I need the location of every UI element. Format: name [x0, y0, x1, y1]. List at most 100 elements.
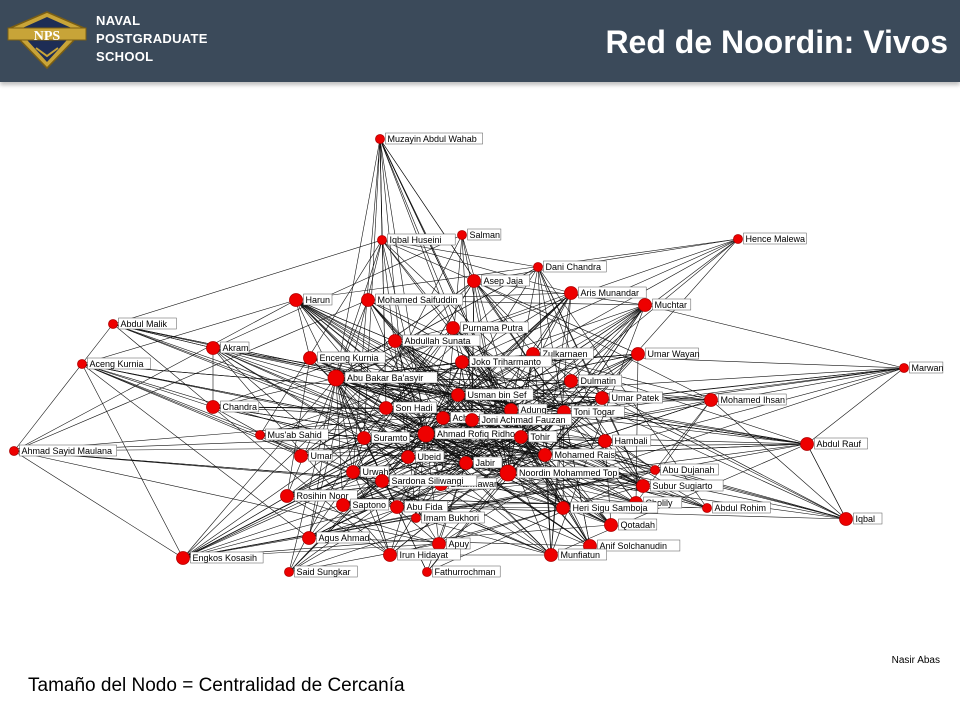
- node-label-background: [578, 286, 647, 299]
- network-edge: [440, 234, 463, 485]
- network-edge: [286, 495, 440, 545]
- node-label-background: [375, 293, 464, 306]
- node-label-background: [344, 371, 438, 384]
- network-edge: [112, 239, 383, 325]
- node-label-background: [360, 465, 390, 478]
- network-edge: [300, 436, 522, 457]
- node-label-background: [294, 489, 358, 502]
- node-label: Abdullah Sunata: [405, 336, 471, 346]
- node-label-background: [473, 456, 503, 469]
- network-node: [77, 359, 87, 369]
- node-label: Tohir: [531, 432, 551, 442]
- network-edge: [81, 363, 383, 482]
- node-label: Mus'ab Sahid: [268, 430, 322, 440]
- node-label: Hambali: [615, 436, 648, 446]
- node-label: Umar Patek: [612, 393, 660, 403]
- network-edge: [335, 377, 612, 526]
- network-edge: [452, 327, 656, 471]
- network-edge: [654, 399, 712, 471]
- node-label-background: [528, 430, 558, 443]
- node-label: Toni Togar: [574, 407, 615, 417]
- node-label: Iqbal: [856, 514, 876, 524]
- network-edge: [644, 304, 905, 369]
- network-node: [206, 341, 220, 355]
- node-label: Suramto: [374, 433, 408, 443]
- slide-title: Red de Noordin: Vivos: [605, 24, 948, 60]
- network-edge: [563, 367, 905, 413]
- node-label: Ubeid: [418, 452, 442, 462]
- institution-name: NAVAL POSTGRADUATE SCHOOL: [96, 12, 208, 66]
- network-edge: [381, 239, 572, 294]
- node-label: Said Sungkar: [297, 567, 351, 577]
- network-edge: [520, 436, 644, 487]
- node-label-background: [421, 511, 485, 524]
- network-node: [702, 503, 712, 513]
- network-node: [465, 413, 479, 427]
- node-label-background: [516, 466, 620, 479]
- network-edge: [461, 361, 565, 413]
- node-label-background: [543, 260, 607, 273]
- network-edge: [259, 304, 646, 436]
- node-label-background: [571, 405, 625, 418]
- network-node: [455, 355, 469, 369]
- node-label: Heri Sigu Samboja: [573, 503, 648, 513]
- network-node: [533, 262, 543, 272]
- network-node: [457, 230, 467, 240]
- node-label: Mohamed Rais: [555, 450, 616, 460]
- network-edge: [288, 417, 444, 573]
- node-label: Abu Bakar Ba'asyir: [347, 373, 423, 383]
- network-edge: [425, 433, 552, 556]
- node-label: Chandra: [223, 402, 258, 412]
- network-node: [556, 501, 570, 515]
- node-label-background: [87, 357, 151, 370]
- node-size-caption: Tamaño del Nodo = Centralidad de Cercaní…: [28, 675, 405, 696]
- node-label-background: [743, 232, 807, 245]
- network-node: [375, 474, 389, 488]
- network-edge: [335, 377, 409, 458]
- node-label: Umar Wayan: [648, 349, 700, 359]
- network-node: [255, 430, 265, 440]
- node-label: Jabir: [476, 458, 496, 468]
- node-label: Zulkarnaen: [543, 349, 588, 359]
- network-node: [280, 489, 294, 503]
- node-label: Sardona Siliwangi: [392, 476, 464, 486]
- node-label-background: [415, 450, 445, 463]
- network-edge: [13, 443, 808, 452]
- network-edge: [286, 495, 391, 556]
- network-node: [564, 286, 578, 300]
- network-edge: [806, 367, 905, 445]
- network-edge: [440, 483, 591, 547]
- node-label-background: [303, 293, 333, 306]
- node-label-background: [397, 548, 461, 561]
- node-label: Mohamed Saifuddin: [378, 295, 458, 305]
- network-edge: [510, 238, 739, 411]
- network-node: [514, 430, 528, 444]
- node-label-background: [402, 334, 481, 347]
- network-edge: [81, 363, 302, 457]
- network-edge: [13, 323, 114, 452]
- node-label: Saptono: [353, 500, 387, 510]
- network-node: [390, 500, 404, 514]
- network-node: [650, 465, 660, 475]
- node-label-background: [389, 474, 478, 487]
- node-label: Adung: [521, 405, 547, 415]
- node-label-background: [612, 434, 652, 447]
- network-edge: [425, 433, 847, 520]
- node-label: Agus Ahmad: [319, 533, 370, 543]
- network-node: [377, 235, 387, 245]
- network-node: [401, 450, 415, 464]
- network-edge: [112, 323, 427, 435]
- network-edge: [259, 239, 383, 436]
- node-label: Abdul Rohim: [715, 503, 767, 513]
- node-label: Fathurrochman: [435, 567, 496, 577]
- node-label-background: [467, 228, 502, 241]
- network-edge: [286, 357, 311, 497]
- network-node: [631, 347, 645, 361]
- node-label: Aris Munandar: [581, 288, 640, 298]
- network-node: [446, 321, 460, 335]
- node-label-background: [316, 531, 370, 544]
- node-label-background: [317, 351, 386, 364]
- node-label: Urwah: [363, 467, 389, 477]
- network-node: [499, 464, 517, 482]
- node-label-background: [540, 347, 594, 360]
